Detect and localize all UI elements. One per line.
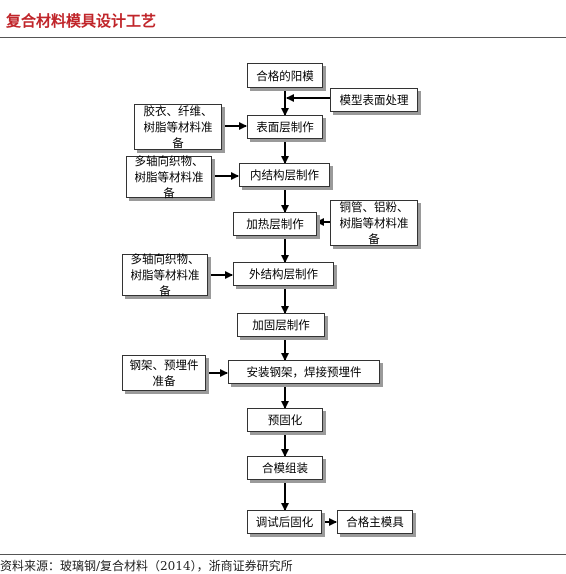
step-surface-layer: 表面层制作 [247, 115, 323, 139]
page-title: 复合材料模具设计工艺 [6, 12, 157, 30]
step-mold-assembly: 合模组装 [247, 456, 323, 480]
step-qualified-male-mold: 合格的阳模 [247, 63, 323, 88]
step-pre-cure: 预固化 [247, 408, 323, 432]
input-model-surface-treatment: 模型表面处理 [330, 88, 418, 112]
input-inner-materials: 多轴向织物、树脂等材料准备 [126, 154, 212, 200]
step-debug-post-cure: 调试后固化 [247, 510, 322, 534]
step-qualified-master-mold: 合格主模具 [337, 510, 413, 534]
step-heating-layer: 加热层制作 [233, 212, 317, 236]
input-surface-materials: 胶衣、纤维、树脂等材料准备 [134, 104, 222, 150]
bottom-divider [0, 554, 566, 555]
step-inner-structure-layer: 内结构层制作 [239, 163, 330, 187]
top-divider [0, 37, 566, 38]
step-install-steel-frame: 安装钢架，焊接预埋件 [228, 360, 380, 384]
source-note: 资料来源：玻璃钢/复合材料（2014），浙商证券研究所 [0, 559, 293, 573]
input-frame-materials: 钢架、预埋件准备 [122, 355, 206, 391]
step-outer-structure-layer: 外结构层制作 [233, 262, 334, 286]
input-heating-materials: 铜管、铝粉、树脂等材料准备 [330, 200, 418, 246]
input-outer-materials: 多轴向织物、树脂等材料准备 [122, 252, 208, 298]
step-reinforcement-layer: 加固层制作 [237, 313, 325, 337]
